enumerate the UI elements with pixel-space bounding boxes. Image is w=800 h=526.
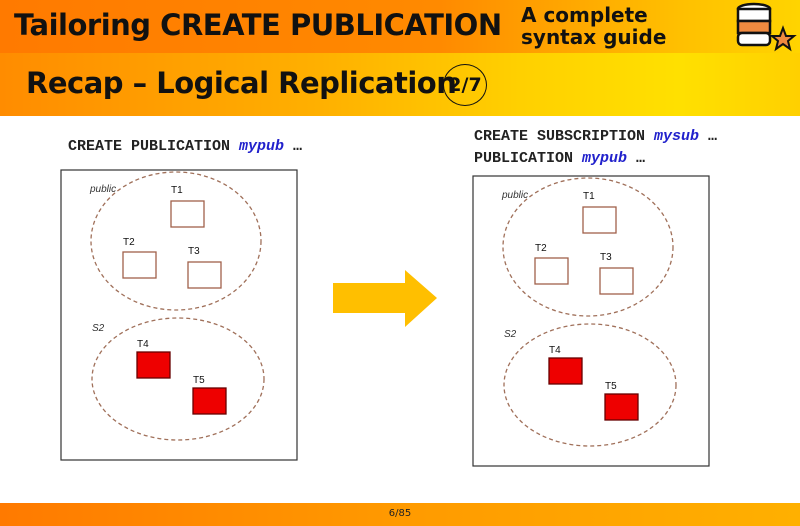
schema-label: public [501,190,528,201]
header-band [0,0,800,53]
schema-public [90,171,262,311]
publication-command: CREATE PUBLICATION mypub … [68,138,303,155]
table-T2 [122,251,157,279]
subscription-command: CREATE SUBSCRIPTION mysub … [474,128,718,145]
slide-title: Tailoring CREATE PUBLICATION [14,8,502,42]
schema-public [502,177,674,317]
table-label: T4 [549,345,561,356]
table-T1 [582,206,617,234]
table-label: T1 [171,185,183,196]
arrow-right-icon [333,270,437,327]
table-label: T3 [188,246,200,257]
table-T3 [599,267,634,295]
step-badge: 2/7 [443,64,487,106]
table-label: T3 [600,252,612,263]
table-T2 [534,257,569,285]
section-band [0,53,800,116]
schema-S2 [503,323,677,447]
table-T5 [192,387,227,415]
table-label: T4 [137,339,149,350]
table-T1 [170,200,205,228]
table-label: T2 [123,237,135,248]
schema-label: public [89,184,116,195]
table-T4 [136,351,171,379]
page-number: 6/85 [388,508,412,519]
table-T4 [548,357,583,385]
table-T3 [187,261,222,289]
table-label: T1 [583,191,595,202]
table-T5 [604,393,639,421]
section-title: Recap – Logical Replication [26,66,457,100]
table-label: T2 [535,243,547,254]
footer-bar [0,503,800,526]
schema-S2 [91,317,265,441]
table-label: T5 [605,381,617,392]
subscription-publication-clause: PUBLICATION mypub … [474,150,646,167]
schema-label: S2 [92,323,105,334]
schema-label: S2 [504,329,517,340]
table-label: T5 [193,375,205,386]
database-star-icon [736,2,797,52]
